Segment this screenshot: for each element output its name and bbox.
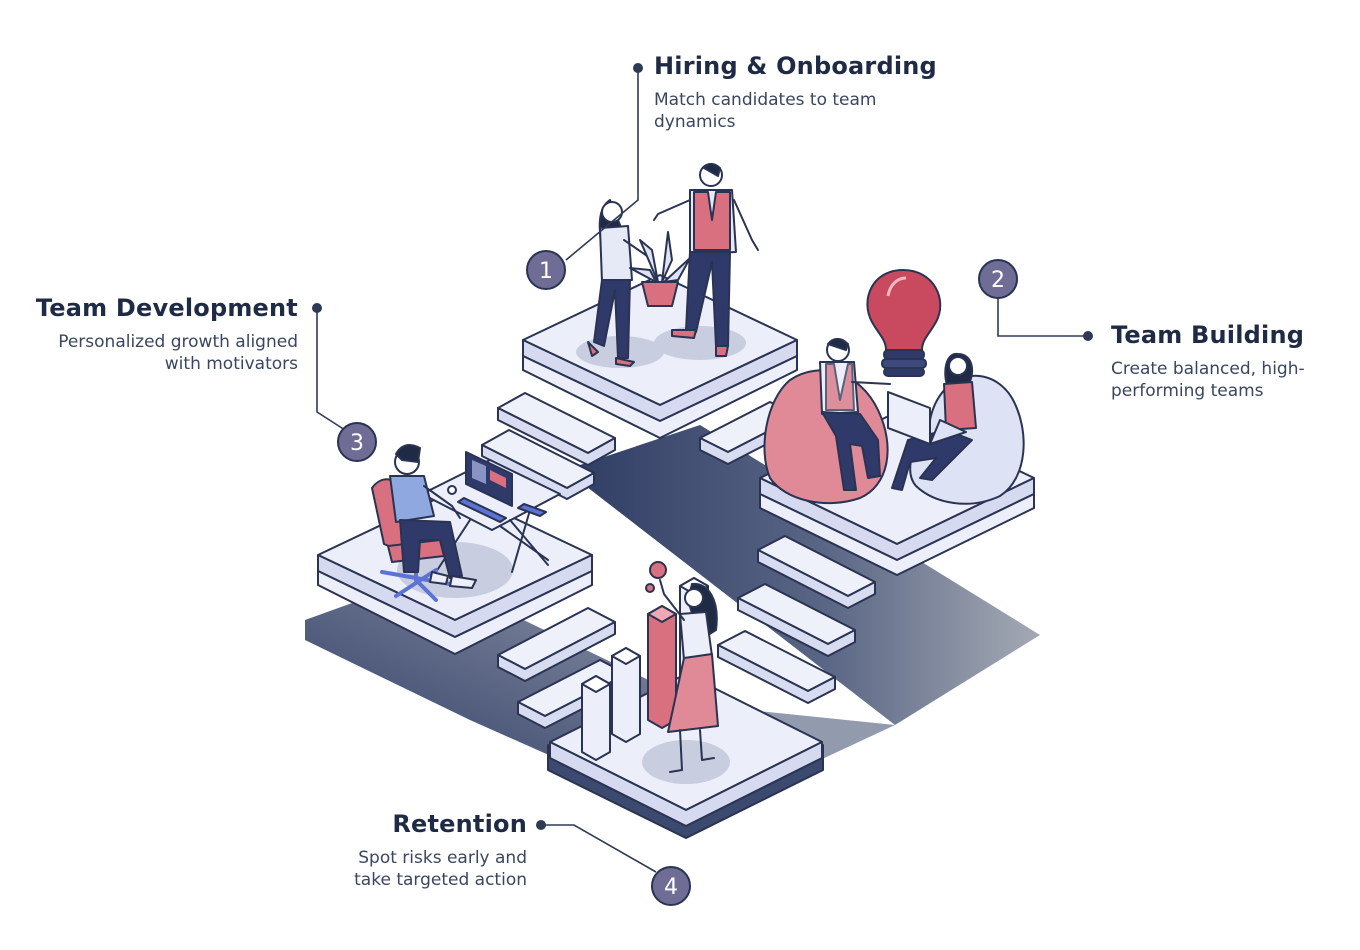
slab-5 [737, 583, 856, 657]
step-hiring: Hiring & Onboarding Match candidates to … [654, 52, 937, 133]
step-badge-1: 1 [526, 250, 566, 290]
step-title: Hiring & Onboarding [654, 52, 937, 80]
laptop-icon [887, 391, 967, 445]
step-title: Team Building [1111, 321, 1305, 349]
slab-1 [497, 392, 616, 466]
slab-7 [497, 607, 616, 682]
slab-2 [481, 429, 595, 500]
step-description: Match candidates to team dynamics [654, 90, 877, 132]
svg-text:4: 4 [664, 875, 678, 900]
plant-icon [629, 231, 691, 307]
step-description: Personalized growth aligned with motivat… [58, 332, 298, 374]
svg-text:2: 2 [991, 268, 1005, 293]
connector-slabs [481, 392, 876, 729]
svg-text:1: 1 [539, 259, 553, 284]
people-handshake [587, 163, 759, 367]
beanbag-team [763, 338, 1025, 505]
step-title: Team Development [35, 294, 298, 322]
slab-4 [757, 535, 876, 609]
callout-lines [316, 68, 1088, 873]
step-description: Create balanced, high-performing teams [1111, 359, 1305, 401]
monitor-icon [465, 451, 513, 507]
step-badge-3: 3 [337, 422, 377, 462]
step-badge-2: 2 [978, 259, 1018, 299]
step-retention: Retention Spot risks early and take targ… [320, 810, 527, 891]
step-team-development: Team Development Personalized growth ali… [20, 294, 298, 375]
step-badge-4: 4 [651, 866, 691, 906]
step-description: Spot risks early and take targeted actio… [354, 848, 527, 890]
callout-dots [312, 63, 1093, 830]
woman-retention [659, 579, 719, 773]
desk-worker [371, 444, 561, 602]
svg-text:3: 3 [350, 431, 364, 456]
step-title: Retention [392, 810, 527, 838]
step-team-building: Team Building Create balanced, high-perf… [1111, 321, 1351, 402]
slab-6 [717, 630, 836, 704]
lightbulb-icon [866, 269, 942, 377]
